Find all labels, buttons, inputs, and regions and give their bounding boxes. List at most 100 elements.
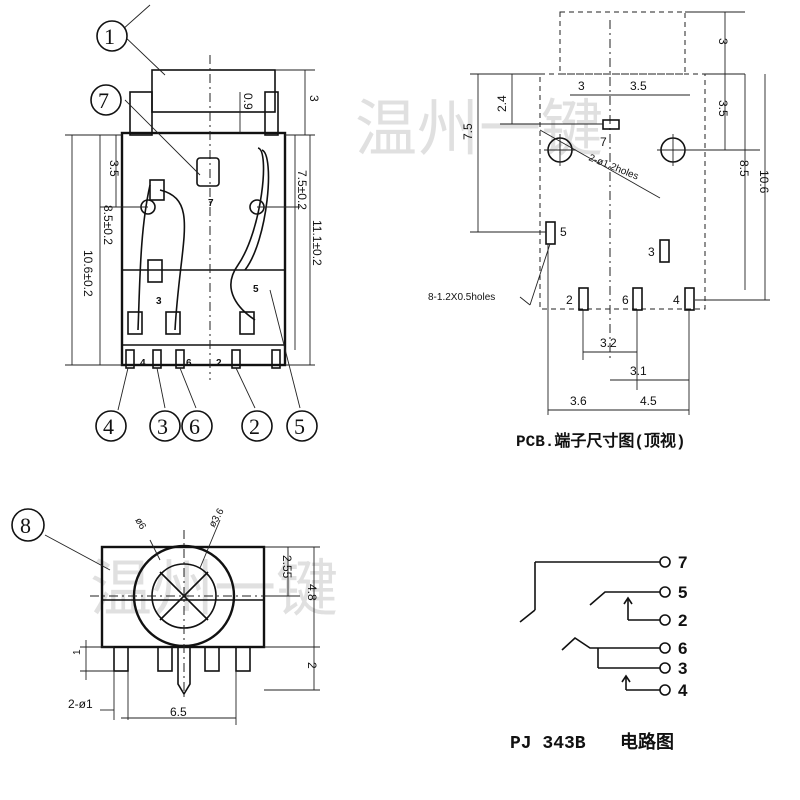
callout-8: 8 — [11, 508, 45, 542]
svg-text:5: 5 — [294, 414, 305, 439]
svg-text:1: 1 — [104, 24, 115, 49]
dim-front-3: 3 — [307, 95, 321, 102]
pcb-pin-2: 2 — [566, 293, 573, 307]
pcb-pin-6: 6 — [622, 293, 629, 307]
sch-pin-3: 3 — [678, 659, 687, 678]
leader-5 — [269, 289, 301, 409]
sch-wire-6 — [561, 636, 660, 651]
callout-6: 6 — [181, 410, 213, 442]
pcb-dim-106: 10.6 — [757, 170, 771, 194]
sch-arrow-2 — [623, 596, 633, 605]
watermark-text-2: 温州一键 — [90, 552, 338, 625]
callout-1: 1 — [96, 20, 128, 52]
leader-4 — [117, 367, 129, 411]
sch-terminal-5 — [659, 586, 671, 598]
sch-terminal-4 — [659, 684, 671, 696]
sch-pin-6: 6 — [678, 639, 687, 658]
pcb-pad-leader-2 — [519, 296, 531, 306]
side-dim-48: 4.8 — [305, 584, 319, 601]
side-phi36-leader — [199, 519, 221, 569]
pcb-pad-6 — [632, 287, 643, 311]
front-view: 7 3 4 6 2 5 10.6±0.2 8.5±0.2 3.5 0.9 3 7… — [65, 4, 324, 442]
side-dim-2phi1: 2-ø1 — [68, 697, 93, 711]
callout-4: 4 — [95, 410, 127, 442]
leader-8 — [44, 534, 111, 571]
side-dim-2: 2 — [305, 662, 319, 669]
pcb-pin-7: 7 — [600, 135, 607, 149]
front-leg-4 — [125, 349, 135, 369]
front-right-tab — [264, 91, 279, 136]
sch-pin-5: 5 — [678, 583, 687, 602]
front-leg-5 — [271, 349, 281, 369]
front-left-tab — [129, 91, 153, 136]
pcb-view: 7 5 3 2 6 4 3 3.5 3 3.5 8.5 10.6 7.5 2.4… — [428, 11, 771, 451]
side-phi6-leader — [149, 539, 161, 561]
sch-terminal-2 — [659, 614, 671, 626]
pcb-pin-5: 5 — [560, 225, 567, 239]
pcb-pad-3 — [659, 239, 670, 263]
svg-text:6: 6 — [189, 414, 200, 439]
watermark: 温州一键 温州一键 — [90, 92, 603, 625]
pcb-dim-r35: 3.5 — [716, 100, 730, 117]
dim-front-09: 0.9 — [241, 93, 255, 110]
callout-7: 7 — [90, 84, 122, 116]
pcb-pin-3: 3 — [648, 245, 655, 259]
dim-front-35: 3.5 — [107, 160, 121, 177]
dim-front-75: 7.5±0.2 — [295, 170, 309, 210]
pcb-holes-leader — [539, 129, 661, 199]
pcb-plug-outline — [559, 11, 686, 75]
sch-terminal-7 — [659, 556, 671, 568]
front-body — [120, 131, 287, 367]
leader-1-top — [121, 4, 151, 31]
side-leg-4 — [235, 646, 251, 672]
callout-5: 5 — [286, 410, 318, 442]
front-pad-b — [147, 259, 163, 283]
pcb-pad-leader — [529, 243, 551, 306]
schematic-title: PJ 343B — [510, 734, 586, 754]
pcb-holes-note: 2-ø1.2holes — [587, 153, 640, 183]
pcb-dim-35: 3.5 — [630, 79, 647, 93]
front-pad-7 — [196, 157, 220, 187]
front-spring-mid — [159, 189, 186, 331]
pcb-dim-top3: 3 — [716, 38, 730, 45]
sch-wire-5 — [589, 591, 660, 606]
pcb-pad-7 — [602, 119, 620, 130]
svg-text:4: 4 — [103, 414, 114, 439]
front-pin-3: 3 — [156, 296, 162, 307]
front-pad-c — [127, 311, 143, 335]
sch-terminal-6 — [659, 642, 671, 654]
leader-7 — [124, 99, 201, 176]
side-dim-65: 6.5 — [170, 705, 187, 719]
leader-2 — [235, 367, 256, 409]
pcb-dim-31: 3.1 — [630, 364, 647, 378]
front-pad-d — [165, 311, 181, 335]
schematic-subtitle: 电路图 — [620, 731, 674, 754]
side-dim-1: 1 — [72, 649, 83, 655]
svg-text:3: 3 — [157, 414, 168, 439]
pcb-body-outline — [539, 73, 706, 310]
pcb-pad-2 — [578, 287, 589, 311]
sch-terminal-3 — [659, 662, 671, 674]
sch-pin-4: 4 — [678, 681, 688, 700]
sch-pin-7: 7 — [678, 553, 687, 572]
front-pin-4: 4 — [140, 358, 146, 369]
svg-text:2: 2 — [249, 414, 260, 439]
pcb-title: PCB.端子尺寸图(顶视) — [516, 431, 686, 451]
svg-text:8: 8 — [20, 513, 31, 538]
pcb-dim-32: 3.2 — [600, 336, 617, 350]
side-leg-1 — [113, 646, 129, 672]
leader-1 — [121, 33, 166, 76]
front-pad-e — [239, 311, 255, 335]
pcb-dim-45: 4.5 — [640, 394, 657, 408]
pcb-dim-3: 3 — [578, 79, 585, 93]
side-view: ø6 ø3.6 2.55 4.8 2 1 2-ø1 6.5 8 — [11, 506, 320, 725]
callout-2: 2 — [241, 410, 273, 442]
dim-front-106: 10.6±0.2 — [81, 250, 95, 297]
side-leg-3 — [204, 646, 220, 672]
side-leg-center — [177, 647, 191, 696]
callout-3: 3 — [149, 410, 181, 442]
dim-front-111: 11.1±0.2 — [310, 220, 324, 266]
front-pin-5: 5 — [253, 284, 259, 295]
side-dim-255: 2.55 — [280, 555, 294, 579]
